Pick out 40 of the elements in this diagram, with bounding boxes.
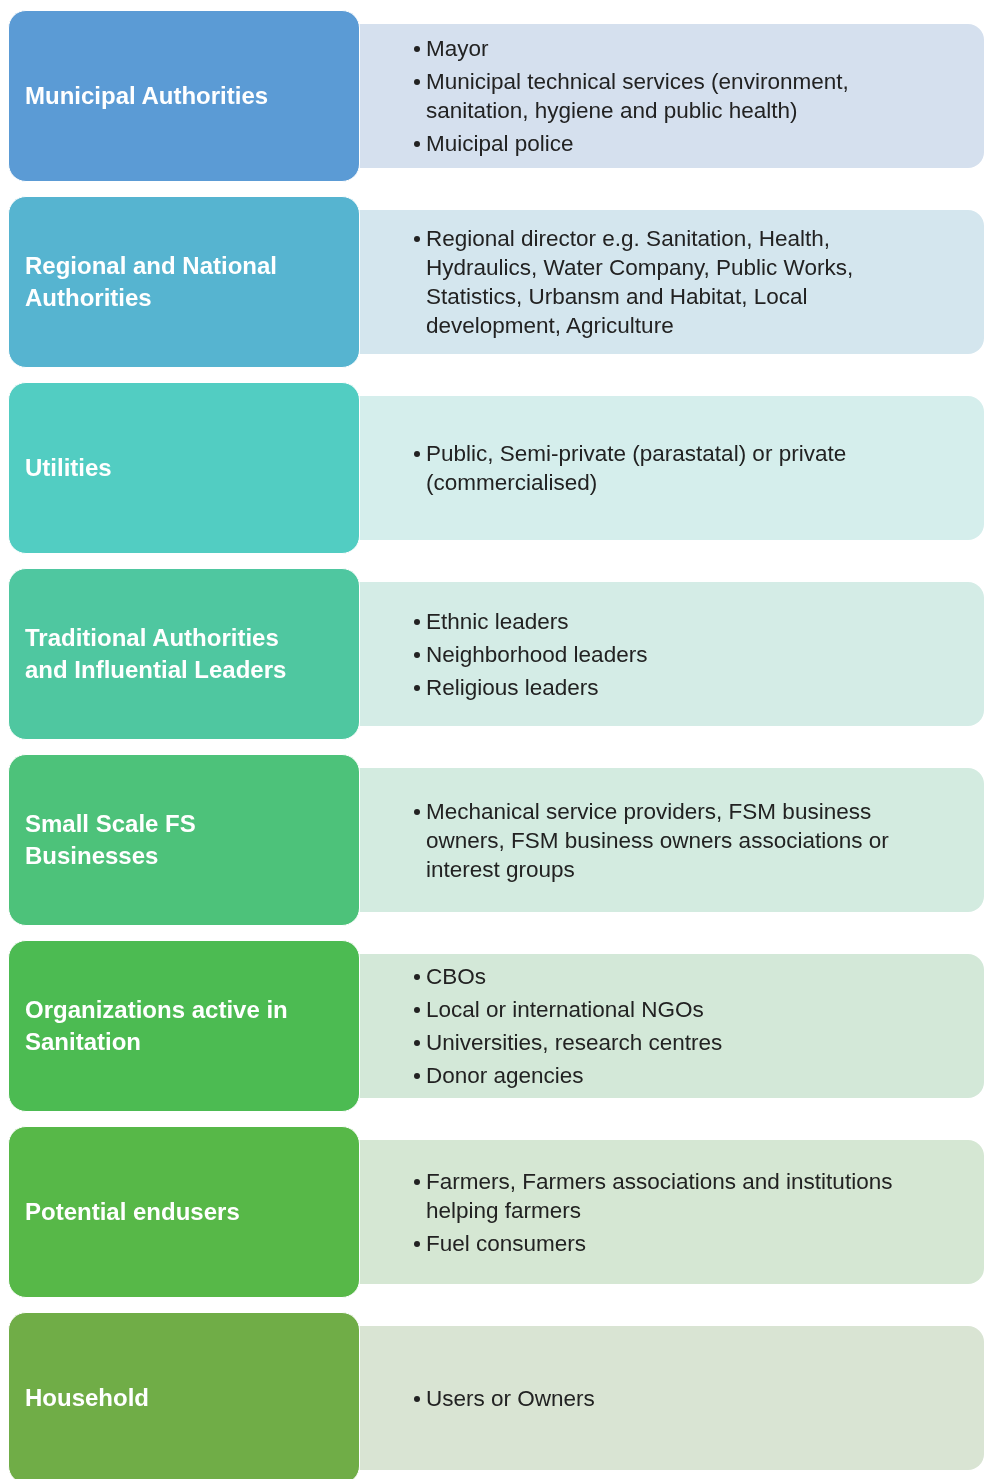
bullet-item: Ethnic leaders [426, 607, 569, 636]
category-label: Utilities [25, 453, 112, 483]
category-box [8, 10, 360, 182]
category-label: Organizations active in Sanitation [25, 995, 289, 1057]
category-box [8, 382, 360, 554]
category-label: Traditional Authorities and Influential Leaders [25, 623, 288, 685]
bullet-item: Local or international NGOs [426, 996, 704, 1024]
detail-panel [360, 582, 984, 726]
detail-panel [360, 954, 984, 1098]
bullet-item: Municipal technical services (environment, sanitation, hygiene and public health) [426, 68, 850, 125]
category-label: Household [25, 1383, 149, 1413]
detail-panel [360, 768, 984, 912]
bullet-item: Neighborhood leaders [426, 640, 648, 669]
category-label: Potential endusers [25, 1197, 240, 1227]
bullet-item: Farmers, Farmers associations and institutions helping farmers [426, 1167, 894, 1225]
category-label: Regional and National Authorities [25, 251, 279, 313]
bullet-item: Mayor [426, 35, 489, 63]
bullet-item: Muicipal police [426, 130, 574, 158]
bullet-item: Universities, research centres [426, 1029, 723, 1057]
category-box [8, 940, 360, 1112]
detail-panel [360, 396, 984, 540]
bullet-item: Users or Owners [426, 1384, 595, 1413]
bullet-item: Donor agencies [426, 1062, 584, 1090]
bullet-item: Fuel consumers [426, 1229, 587, 1258]
category-label: Small Scale FS Businesses [25, 809, 197, 871]
bullet-item: CBOs [426, 963, 486, 991]
category-box [8, 1126, 360, 1298]
category-label: Municipal Authorities [25, 81, 269, 111]
detail-panel [360, 210, 984, 354]
category-box [8, 568, 360, 740]
detail-panel [360, 24, 984, 168]
bullet-item: Regional director e.g. Sanitation, Health, Hydraulics, Water Company, Public Works, Statistics, Urbansm and Habitat, Local development, Agriculture [426, 225, 855, 340]
detail-panel [360, 1326, 984, 1470]
bullet-item: Religious leaders [426, 673, 599, 702]
bullet-item: Public, Semi-private (parastatal) or private (commercialised) [426, 440, 848, 497]
category-box [8, 754, 360, 926]
bullet-item: Mechanical service providers, FSM business owners, FSM business owners associations or interest groups [426, 797, 890, 884]
category-box [8, 1312, 360, 1479]
category-box [8, 196, 360, 368]
detail-panel [360, 1140, 984, 1284]
